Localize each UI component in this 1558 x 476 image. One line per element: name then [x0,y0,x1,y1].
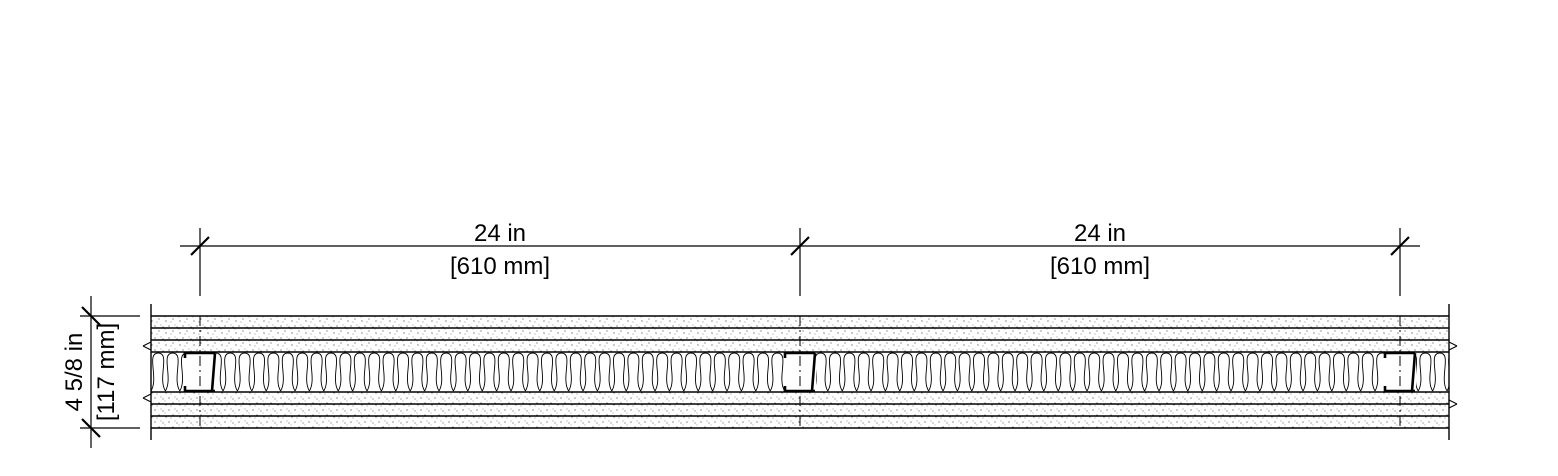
vertical-tick-bottom [81,418,101,438]
gypsum-layer-top-inner [151,328,1449,340]
batt-insulation [151,352,1449,392]
span-right-metric: [610 mm] [1050,253,1150,280]
span-left-metric: [610 mm] [450,253,550,280]
horizontal-dimension [180,228,1420,296]
thickness-metric: [117 mm] [93,323,120,421]
thickness-imperial: 4 5/8 in [61,333,88,412]
insulation-loops [151,352,1449,392]
vertical-tick-top [81,306,101,326]
board-edge-ticks [142,341,1458,409]
vertical-dimension [80,296,140,448]
tick-mark-2 [790,236,810,256]
tick-mark-3 [1390,236,1410,256]
span-right-imperial: 24 in [1074,220,1126,247]
tick-mark-1 [190,236,210,256]
span-left-imperial: 24 in [474,220,526,247]
stud-centerlines [199,316,1401,428]
